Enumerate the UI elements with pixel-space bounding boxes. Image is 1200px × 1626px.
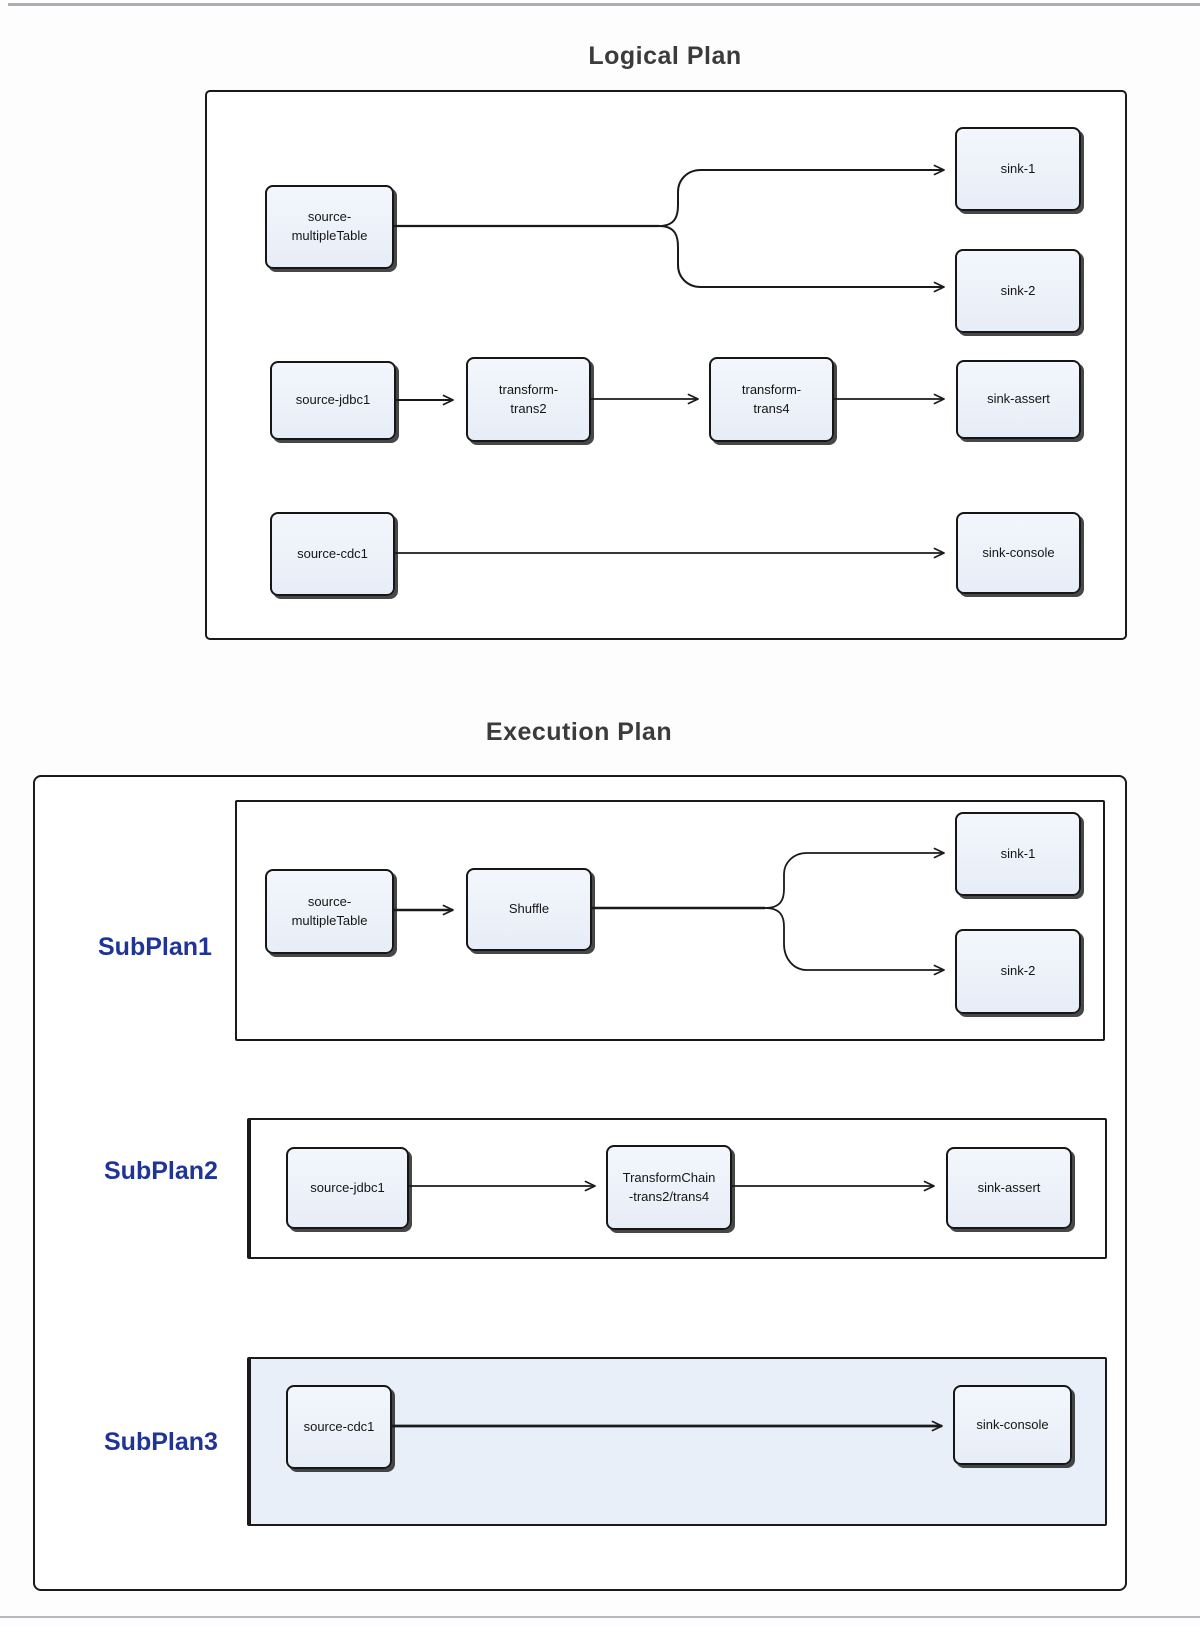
node-label: source-cdc1 [297,545,368,561]
node-lp-sink-1: sink-1 [955,127,1081,211]
node-label: sink-console [976,1416,1049,1432]
node-lp-source-cdc1: source-cdc1 [270,512,395,596]
execution-plan-title: Execution Plan [485,718,673,746]
node-label: source- [307,209,352,225]
node-sp2-source-jdbc1: source-jdbc1 [286,1147,409,1229]
node-lp-sink-2: sink-2 [955,249,1081,333]
node-sp2-sink-assert: sink-assert [946,1147,1072,1229]
node-sp1-source-multipletable: source- multipleTable [265,869,394,954]
node-sp3-source-cdc1: source-cdc1 [286,1385,392,1469]
node-label: sink-1 [1000,160,1036,176]
node-sp1-sink-2: sink-2 [955,929,1081,1014]
node-label: source-jdbc1 [295,392,371,408]
node-label: Shuffle [508,901,550,917]
node-lp-transform-trans2: transform- trans2 [466,357,591,442]
node-label: transform- [741,381,802,397]
node-label: source-jdbc1 [310,1179,385,1195]
node-sp2-transformchain: TransformChain -trans2/trans4 [606,1145,732,1230]
subplan1-label: SubPlan1 [98,933,212,961]
logical-plan-title: Logical Plan [588,42,742,70]
node-label: source-cdc1 [303,1418,375,1434]
node-label: sink-1 [1000,845,1036,861]
bottom-divider [0,1616,1200,1618]
node-label: -trans2/trans4 [628,1188,710,1204]
node-label: TransformChain [622,1169,716,1185]
node-label: source- [307,893,352,909]
subplan3-label: SubPlan3 [104,1428,218,1456]
node-sp3-sink-console: sink-console [953,1385,1072,1465]
node-label: transform- [498,381,559,397]
node-label: sink-assert [977,1179,1041,1195]
node-lp-sink-console: sink-console [956,512,1081,594]
node-label: sink-assert [987,391,1050,407]
node-sp1-shuffle: Shuffle [466,868,592,951]
node-label: multipleTable [291,912,368,928]
node-lp-transform-trans4: transform- trans4 [709,357,834,442]
top-divider [8,3,1200,6]
node-lp-source-multipletable: source- multipleTable [265,185,394,269]
node-label: trans4 [753,400,790,416]
node-label: sink-console [982,544,1055,560]
subplan2-label: SubPlan2 [104,1157,218,1185]
node-lp-sink-assert: sink-assert [956,360,1081,439]
node-label: sink-2 [1000,963,1036,979]
node-label: trans2 [510,400,547,416]
node-lp-source-jdbc1: source-jdbc1 [270,361,396,440]
node-sp1-sink-1: sink-1 [955,812,1081,896]
node-label: multipleTable [291,228,368,243]
node-label: sink-2 [1000,282,1036,298]
